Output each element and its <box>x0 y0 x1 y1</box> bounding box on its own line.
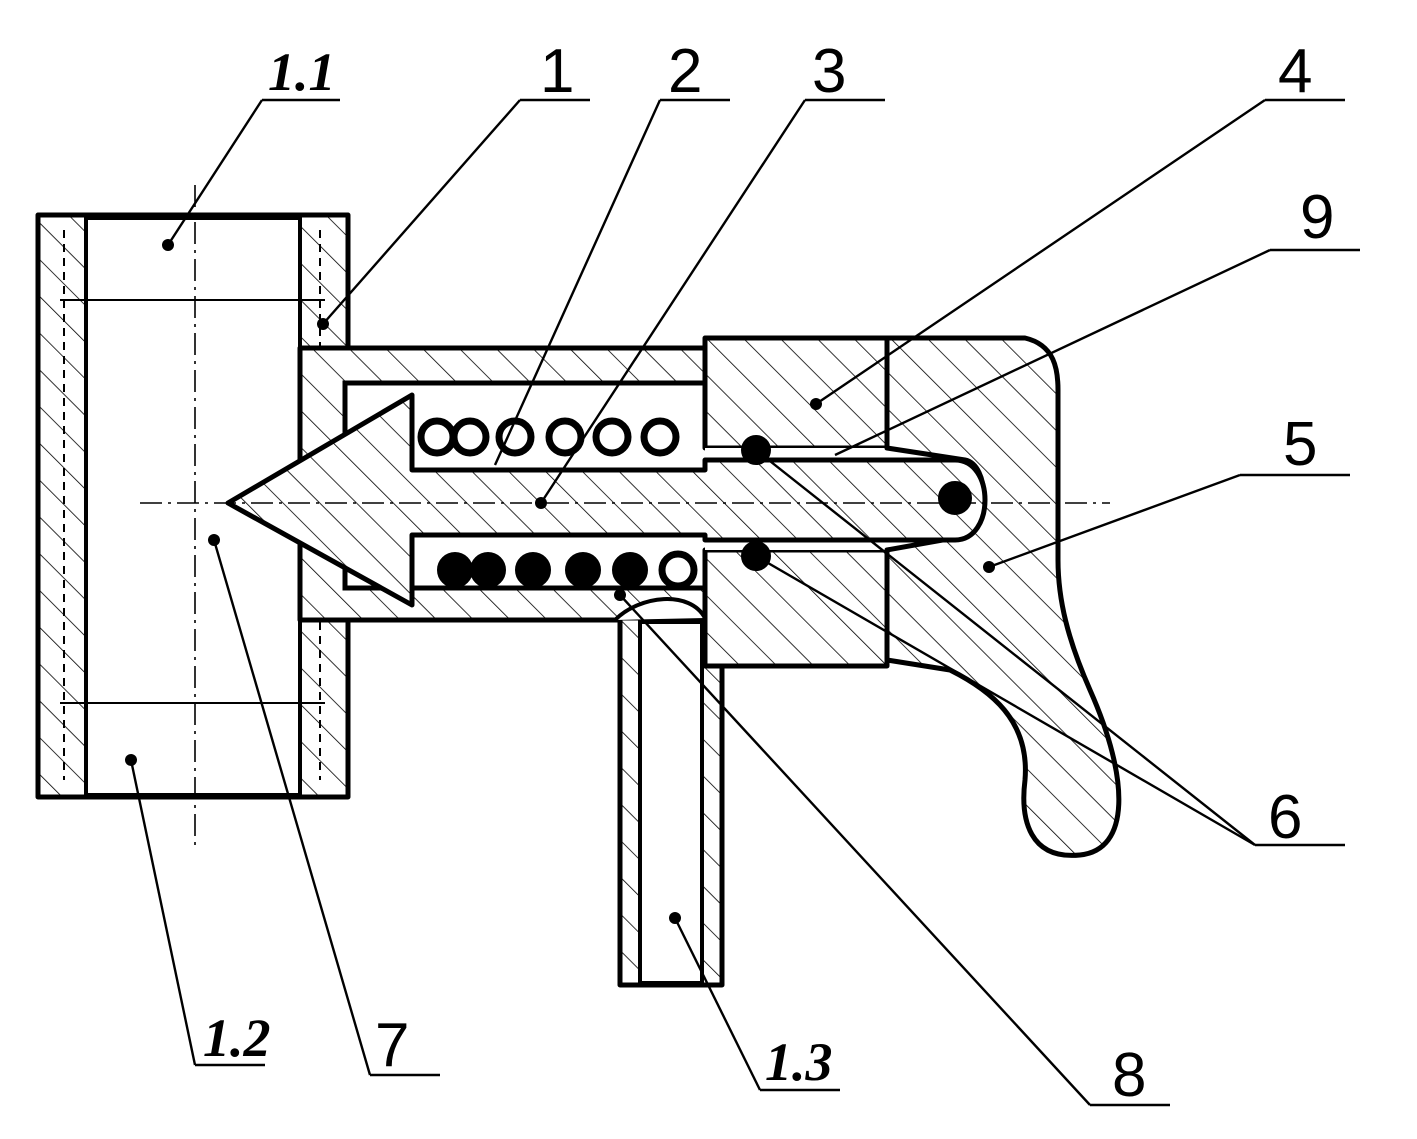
spring-coil-bottom <box>658 550 698 590</box>
spring-coil-bottom <box>612 552 648 588</box>
label-1-3: 1.3 <box>765 1032 833 1092</box>
leader-lines <box>129 98 1360 1107</box>
spring-coil-top <box>450 417 490 457</box>
outlet-pipe <box>613 597 725 988</box>
label-5: 5 <box>1283 410 1317 479</box>
spring-coil-bottom <box>437 552 473 588</box>
spring-coil-bottom <box>470 552 506 588</box>
spring-coil-bottom <box>565 552 601 588</box>
centre-lines <box>140 185 1110 850</box>
label-3: 3 <box>812 37 846 106</box>
part-labels: 1.1 1 2 3 4 9 5 6 1.2 7 1.3 8 <box>203 37 1334 1110</box>
label-6: 6 <box>1268 783 1302 852</box>
spring-coil-top <box>545 417 585 457</box>
label-1: 1 <box>540 37 574 106</box>
label-9: 9 <box>1300 183 1334 252</box>
label-8: 8 <box>1112 1041 1146 1110</box>
label-7: 7 <box>375 1011 409 1080</box>
label-2: 2 <box>668 37 702 106</box>
label-1-1: 1.1 <box>268 42 336 102</box>
spring-part-2 <box>417 417 698 590</box>
spring-coil-bottom <box>515 552 551 588</box>
label-4: 4 <box>1278 37 1312 106</box>
label-1-2: 1.2 <box>203 1008 271 1068</box>
spring-coil-top <box>417 417 457 457</box>
spring-coil-top <box>592 417 632 457</box>
lever-handle-part-5 <box>884 335 1122 858</box>
spring-coil-top <box>640 417 680 457</box>
